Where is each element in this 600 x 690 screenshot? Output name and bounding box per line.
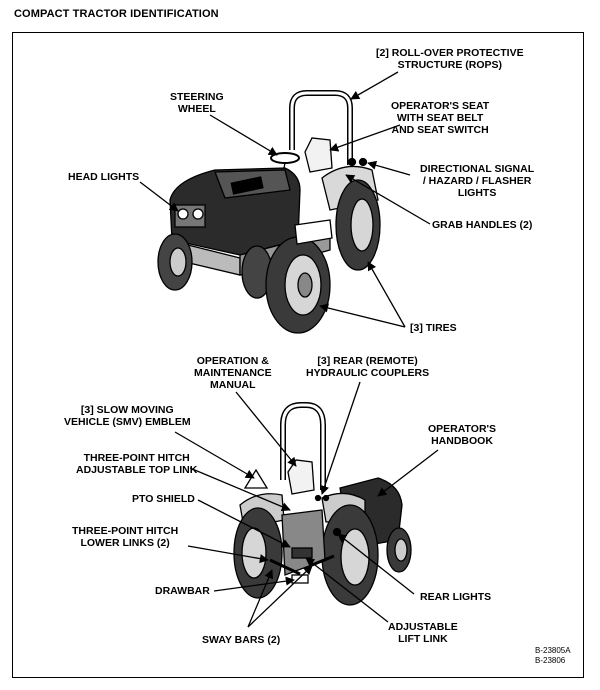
- label-steering-wheel: STEERING WHEEL: [170, 91, 224, 115]
- label-head-lights: HEAD LIGHTS: [68, 171, 140, 183]
- label-smv-emblem: [3] SLOW MOVING VEHICLE (SMV) EMBLEM: [64, 404, 191, 428]
- rear-callout-arrows: [174, 381, 439, 628]
- label-operation-manual: OPERATION & MAINTENANCE MANUAL: [194, 355, 272, 391]
- rear-tractor-drawing: [233, 402, 412, 606]
- label-rear-couplers: [3] REAR (REMOTE) HYDRAULIC COUPLERS: [306, 355, 430, 379]
- label-operators-seat: OPERATOR'S SEAT WITH SEAT BELT AND SEAT …: [391, 100, 490, 136]
- figure-reference-numbers: B-23805A B-23806: [535, 646, 571, 665]
- label-rops: [2] ROLL-OVER PROTECTIVE STRUCTURE (ROPS…: [376, 47, 524, 71]
- label-tires: [3] TIRES: [410, 322, 457, 334]
- figure-frame: [12, 32, 584, 678]
- front-callout-arrows: [139, 71, 431, 328]
- label-pto-shield: PTO SHIELD: [132, 493, 195, 505]
- label-grab-handles: GRAB HANDLES (2): [432, 219, 533, 231]
- label-operators-handbook: OPERATOR'S HANDBOOK: [428, 423, 497, 447]
- label-rear-lights: REAR LIGHTS: [420, 591, 492, 603]
- page-title: COMPACT TRACTOR IDENTIFICATION: [14, 8, 219, 20]
- front-tractor-drawing: [157, 90, 381, 334]
- label-directional-signal: DIRECTIONAL SIGNAL / HAZARD / FLASHER LI…: [420, 163, 535, 199]
- label-sway-bars: SWAY BARS (2): [202, 634, 281, 646]
- label-drawbar: DRAWBAR: [155, 585, 210, 597]
- label-top-link: THREE-POINT HITCH ADJUSTABLE TOP LINK: [76, 452, 198, 476]
- label-lift-link: ADJUSTABLE LIFT LINK: [388, 621, 458, 645]
- label-lower-links: THREE-POINT HITCH LOWER LINKS (2): [72, 525, 179, 549]
